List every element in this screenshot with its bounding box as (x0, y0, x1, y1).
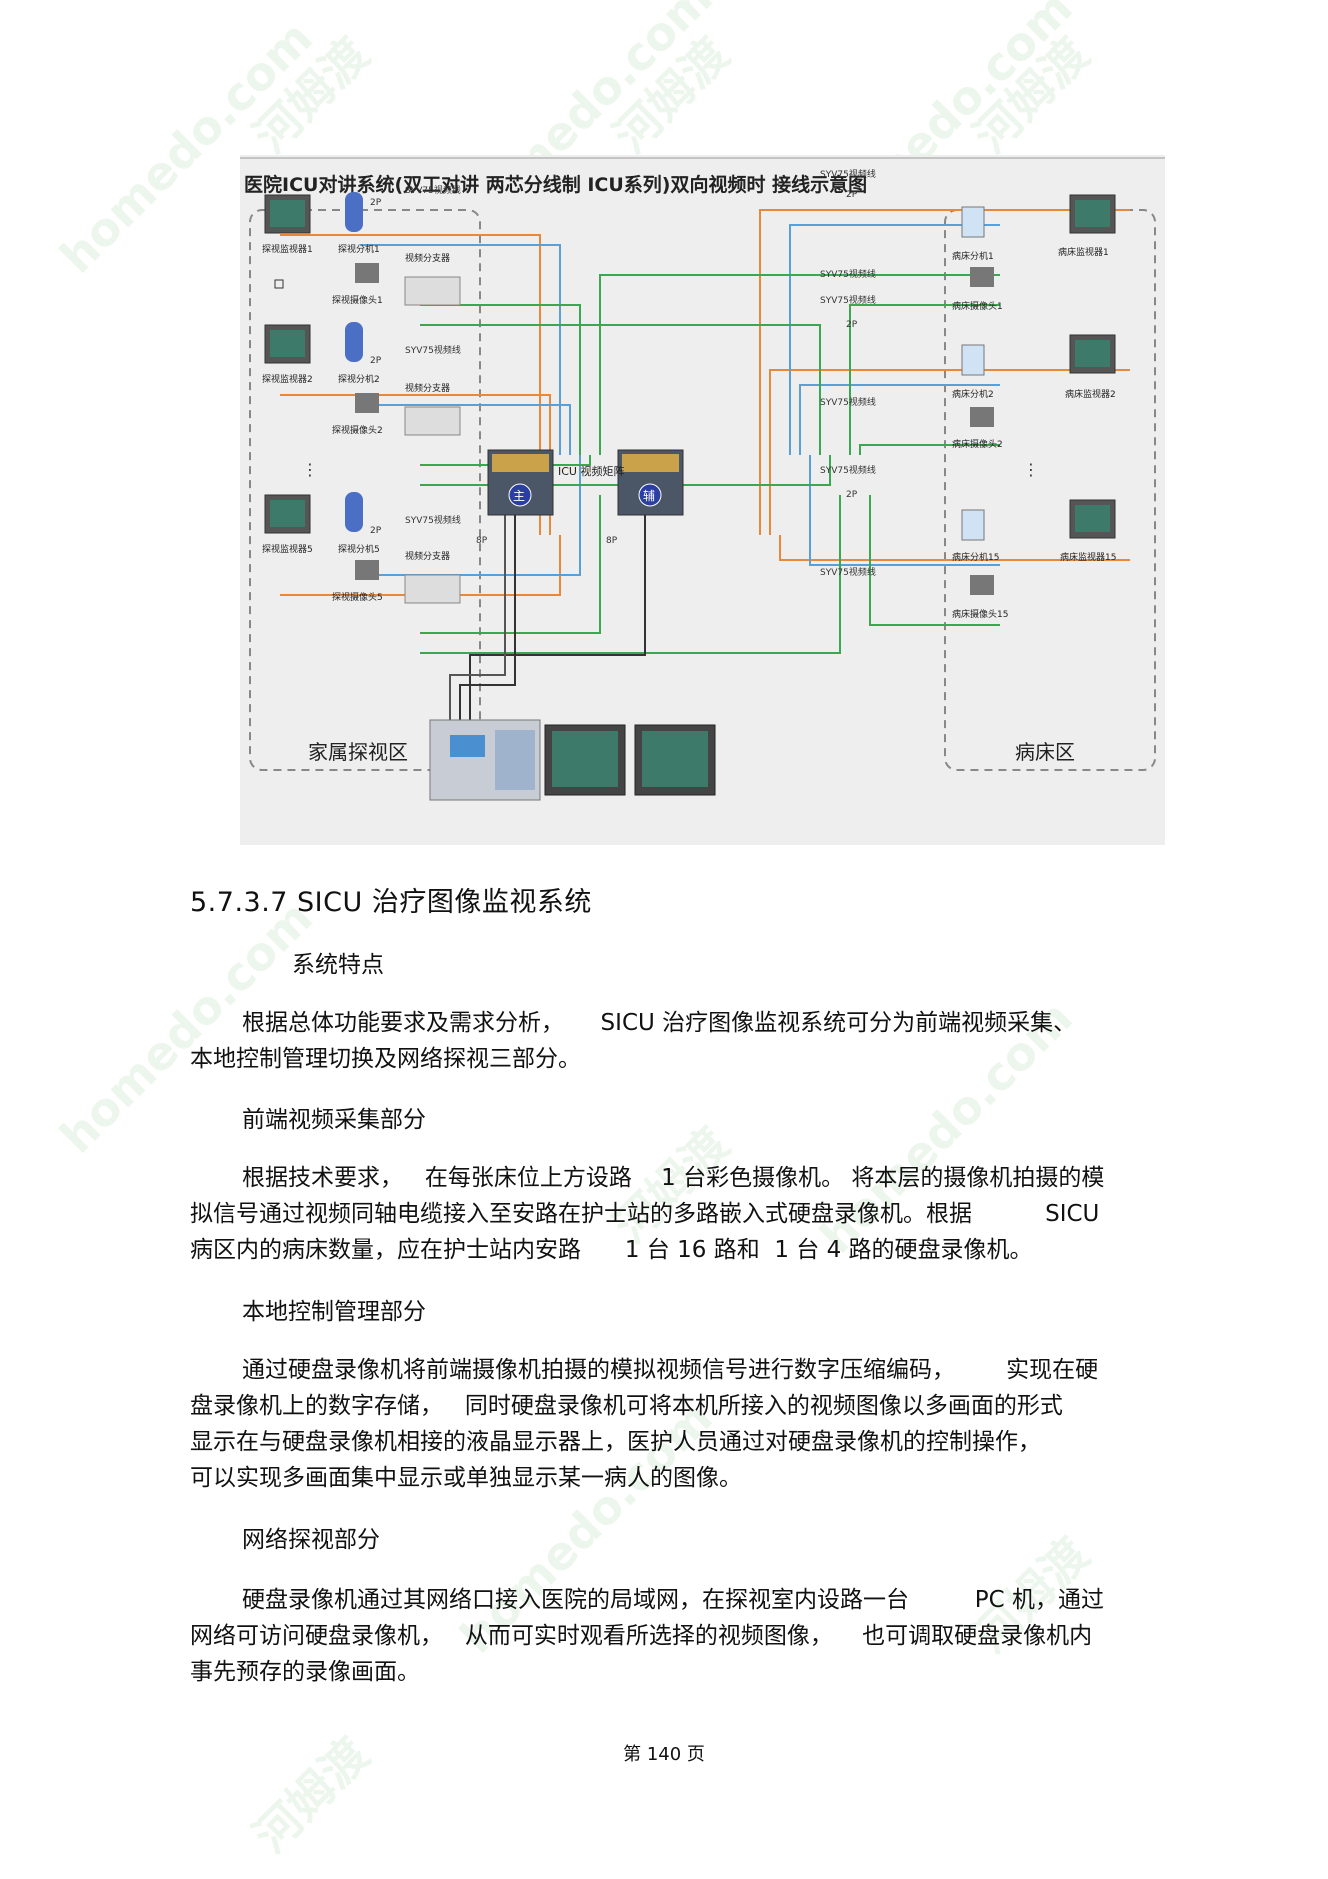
right-camera-label: 病床摄像头2 (952, 438, 1003, 450)
right-camera-icon (970, 407, 994, 427)
left-phone-label: 探视分机2 (338, 373, 380, 385)
svg-text:⋮: ⋮ (302, 460, 318, 479)
right-phone-label: 病床分机2 (952, 388, 994, 400)
right-monitor-label: 病床监视器2 (1065, 388, 1116, 400)
bed-zone-label: 病床区 (1015, 740, 1075, 764)
cable-label: SYV75视频线 (820, 268, 876, 280)
cable-label: SYV75视频线 (820, 168, 876, 180)
subheading-features: 系统特点 (292, 952, 384, 978)
splitter-icon (404, 406, 461, 436)
bed-zone (944, 209, 1156, 771)
right-monitor-label: 病床监视器15 (1060, 551, 1116, 563)
nurse-monitor (544, 724, 626, 796)
cable-label: SYV75视频线 (820, 464, 876, 476)
wire-label-2p: 2P (370, 356, 382, 366)
wiring-diagram: 医院ICU对讲系统(双工对讲 两芯分线制 ICU系列)双向视频时 接线示意图 家… (240, 155, 1165, 845)
left-monitor (264, 194, 311, 234)
svg-text:⋮: ⋮ (1023, 460, 1039, 479)
left-phone-icon (345, 322, 363, 362)
watermark: 河姆渡 (963, 27, 1100, 164)
right-phone-icon (961, 509, 985, 541)
paragraph-local: 通过硬盘录像机将前端摄像机拍摄的模拟视频信号进行数字压缩编码， 实现在硬 盘录像… (190, 1357, 1099, 1491)
splitter-icon (404, 574, 461, 604)
subheading-local: 本地控制管理部分 (242, 1299, 426, 1325)
left-camera-label: 探视摄像头5 (332, 591, 383, 603)
right-phone-label: 病床分机15 (952, 551, 999, 563)
splitter-label: 视频分支器 (405, 382, 450, 394)
nurse-monitor (634, 724, 716, 796)
matrix-aux: 辅 (617, 449, 684, 516)
right-camera-label: 病床摄像头15 (952, 608, 1008, 620)
family-zone (249, 209, 481, 771)
splitter-icon (404, 276, 461, 306)
aux-badge: 辅 (643, 489, 655, 503)
family-zone-label: 家属探视区 (308, 740, 408, 764)
watermark: 河姆渡 (243, 27, 380, 164)
left-camera-icon (355, 393, 379, 413)
left-monitor-label: 探视监视器5 (262, 543, 313, 555)
right-phone-icon (961, 206, 985, 238)
right-phone-label: 病床分机1 (952, 250, 994, 262)
left-camera-icon (355, 263, 379, 283)
wire-label-2p: 2P (846, 490, 858, 500)
subheading-front-end: 前端视频采集部分 (242, 1107, 426, 1133)
left-phone-icon (345, 492, 363, 532)
left-camera-label: 探视摄像头1 (332, 294, 383, 306)
watermark: 河姆渡 (603, 27, 740, 164)
wire-label-2p: 2P (370, 198, 382, 208)
matrix-label: ICU 视频矩阵 (558, 464, 624, 478)
nurse-console (429, 719, 541, 801)
cable-label: SYV75视频线 (820, 396, 876, 408)
splitter-label: 视频分支器 (405, 252, 450, 264)
diagram-title: 医院ICU对讲系统(双工对讲 两芯分线制 ICU系列)双向视频时 接线示意图 (244, 173, 867, 196)
splitter-label: 视频分支器 (405, 550, 450, 562)
subheading-network: 网络探视部分 (242, 1527, 380, 1553)
paragraph-network: 硬盘录像机通过其网络口接入医院的局域网，在探视室内设路一台 PC 机，通过 网络… (190, 1587, 1105, 1685)
wire-label-8p: 8P (476, 536, 488, 546)
left-monitor (264, 494, 311, 534)
matrix-main: 主 (487, 449, 554, 516)
left-phone-label: 探视分机5 (338, 543, 380, 555)
left-monitor-label: 探视监视器1 (262, 243, 313, 255)
wire-label-2p: 2P (846, 190, 858, 200)
right-camera-icon (970, 575, 994, 595)
paragraph-intro: 根据总体功能要求及需求分析， SICU 治疗图像监视系统可分为前端视频采集、 本… (190, 1010, 1077, 1072)
cable-label: SYV75视频线 (405, 514, 461, 526)
right-monitor (1069, 194, 1116, 234)
left-camera-icon (355, 560, 379, 580)
cable-label: SYV75视频线 (405, 344, 461, 356)
wire-label-2p: 2P (846, 320, 858, 330)
cable-label: SYV75视频线 (820, 294, 876, 306)
left-phone-icon (345, 192, 363, 232)
left-monitor-label: 探视监视器2 (262, 373, 313, 385)
section-heading: 5.7.3.7 SICU 治疗图像监视系统 (190, 887, 592, 918)
right-monitor-label: 病床监视器1 (1058, 246, 1109, 258)
cable-label: SYV75视频线 (405, 184, 461, 196)
right-monitor (1069, 334, 1116, 374)
main-badge: 主 (513, 489, 525, 503)
wire-label-2p: 2P (370, 526, 382, 536)
right-camera-label: 病床摄像头1 (952, 300, 1003, 312)
paragraph-front-end: 根据技术要求， 在每张床位上方设路 1 台彩色摄像机。 将本层的摄像机拍摄的模 … (190, 1165, 1105, 1263)
left-monitor (264, 324, 311, 364)
left-camera-label: 探视摄像头2 (332, 424, 383, 436)
cable-label: SYV75视频线 (820, 566, 876, 578)
right-camera-icon (970, 267, 994, 287)
wire-label-8p: 8P (606, 536, 618, 546)
right-monitor (1069, 499, 1116, 539)
left-phone-label: 探视分机1 (338, 243, 380, 255)
right-phone-icon (961, 344, 985, 376)
page-number: 第 140 页 (623, 1744, 705, 1765)
